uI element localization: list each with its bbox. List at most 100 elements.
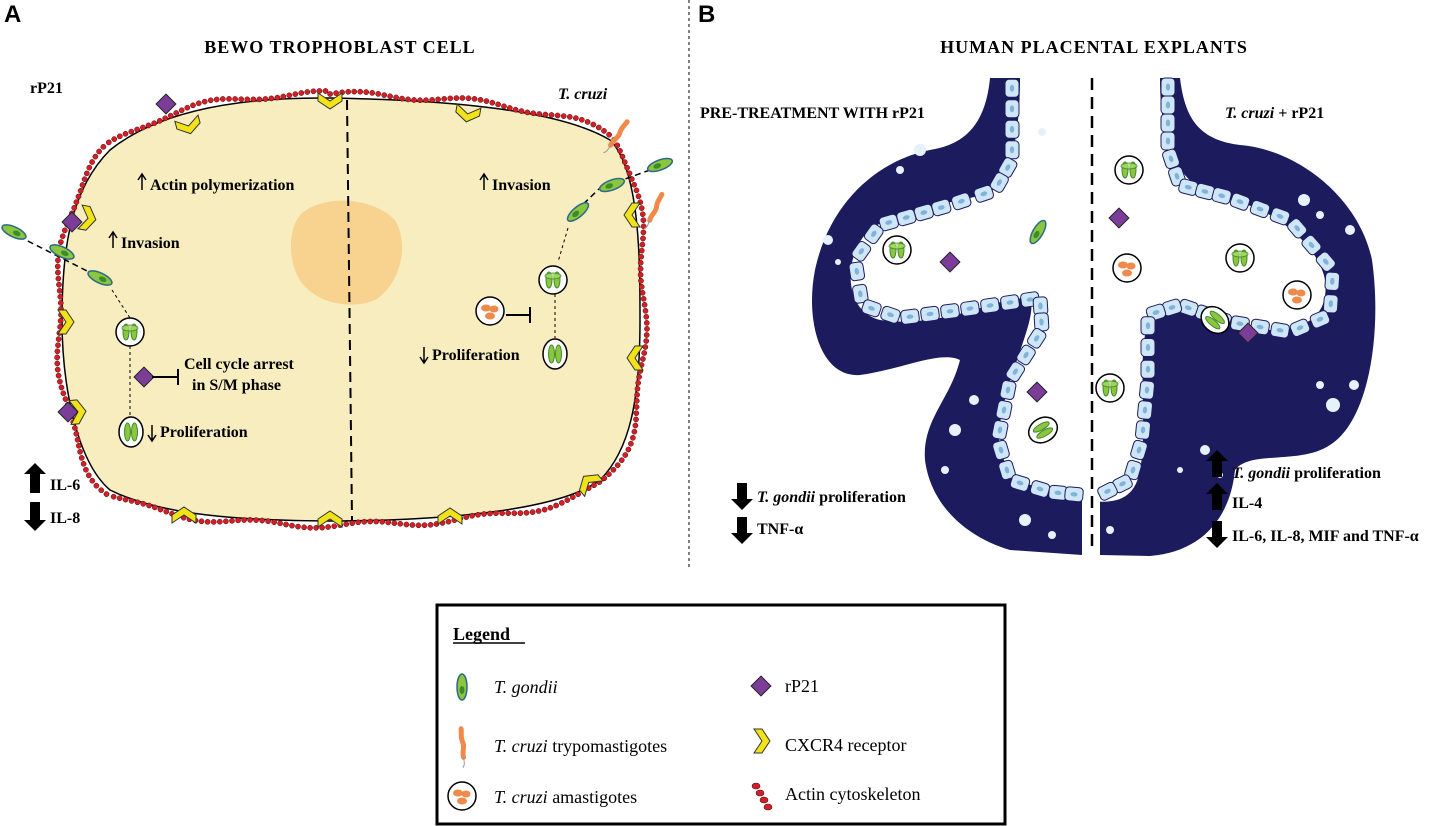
actin-bead [601, 128, 607, 134]
inhibition-symbol [152, 369, 179, 385]
actin-bead [624, 164, 630, 171]
down-arrow-icon [24, 502, 46, 531]
epithelial-nucleus [1236, 321, 1244, 326]
actin-bead [506, 105, 513, 111]
actin-bead [606, 471, 612, 478]
actin-bead [265, 518, 271, 525]
actin-bead [134, 126, 140, 133]
actin-bead [417, 97, 423, 104]
amastigote-icon [475, 296, 505, 326]
actin-bead [529, 509, 536, 515]
actin-bead [59, 233, 66, 240]
parasitophorous-vacuole-icon [118, 416, 144, 448]
actin-bead [195, 100, 202, 107]
epithelial-nucleus [1276, 328, 1284, 333]
actin-bead [83, 466, 89, 473]
actin-bead [55, 372, 62, 379]
actin-bead [405, 96, 411, 103]
actin-bead [638, 253, 645, 260]
epithelial-nucleus [1006, 300, 1014, 305]
actin-bead [641, 301, 648, 308]
actin-bead [292, 91, 299, 97]
actin-bead [128, 128, 135, 135]
epithelial-nucleus [1165, 119, 1171, 127]
actin-bead [61, 227, 68, 234]
actin-bead [256, 96, 263, 103]
actin-bead [116, 495, 123, 502]
actin-bead [463, 514, 470, 520]
parasitophorous-vacuole-icon [1114, 155, 1144, 185]
epithelial-nucleus [1165, 137, 1171, 145]
actin-bead [178, 107, 185, 114]
epithelial-nucleus [998, 446, 1004, 454]
epithelial-nucleus [1001, 406, 1007, 414]
actin-bead [643, 332, 650, 338]
actin-bead [411, 97, 417, 103]
epithelial-nucleus [1201, 189, 1209, 194]
actin-bead [441, 96, 448, 102]
actin-bead [495, 101, 501, 108]
actin-bead [642, 307, 649, 314]
actin-bead [140, 124, 146, 131]
actin-bead [310, 88, 317, 95]
actin-bead [73, 199, 80, 205]
actin-bead [55, 269, 61, 276]
actin-bead [429, 97, 435, 103]
actin-bead [634, 385, 641, 392]
actin-bead [637, 271, 644, 278]
actin-bead [96, 148, 102, 155]
actin-bead [415, 522, 422, 529]
actin-bead [277, 520, 283, 527]
epithelial-nucleus [1009, 84, 1015, 92]
actin-bead [301, 524, 307, 531]
actin-bead [262, 96, 269, 102]
actin-bead [259, 517, 265, 524]
actin-bead [163, 508, 170, 515]
actin-bead [78, 455, 85, 461]
epithelial-nucleus [1256, 324, 1264, 330]
panel-b-letter: B [698, 1, 715, 28]
actin-bead [198, 518, 205, 525]
actin-bead [501, 103, 507, 110]
actin-bead [619, 153, 626, 160]
panel-b-left-header: PRE-TREATMENT WITH rP21 [700, 105, 925, 122]
actin-bead [72, 425, 78, 431]
actin-bead [100, 143, 107, 150]
cell-divider [346, 99, 353, 521]
actin-bead [369, 90, 376, 96]
actin-bead [643, 313, 650, 320]
panel-b-right-header: T. cruzi + rP21 [1225, 105, 1324, 122]
actin-bead [421, 522, 428, 529]
actin-bead [57, 318, 64, 324]
rp21-icon [155, 93, 177, 115]
actin-bead [644, 326, 650, 332]
actin-bead [445, 518, 452, 525]
epithelial-nucleus [957, 198, 965, 204]
epithelial-nucleus [946, 309, 954, 314]
actin-bead [355, 519, 362, 526]
actin-bead [638, 283, 645, 290]
actin-bead [530, 110, 537, 117]
actin-bead [345, 88, 352, 95]
epithelial-nucleus [1152, 310, 1160, 315]
epithelial-nucleus [1119, 481, 1126, 487]
actin-bead [367, 518, 374, 525]
actin-bead [621, 159, 628, 165]
actin-polymerization-text: Actin polymerization [150, 177, 295, 194]
actin-bead [151, 120, 158, 127]
stromal-cell [1316, 381, 1324, 389]
stromal-cell [1177, 467, 1183, 473]
panel-a-letter: A [4, 1, 21, 28]
actin-bead [145, 122, 152, 129]
actin-bead [229, 517, 235, 524]
epithelial-nucleus [858, 248, 865, 255]
epithelial-nucleus [1034, 335, 1040, 342]
down-arrow-icon [731, 483, 753, 510]
actin-bead [226, 96, 232, 102]
amastigote-icon [1112, 253, 1142, 283]
actin-bead [289, 522, 295, 529]
actin-bead [274, 94, 281, 101]
cell-cycle-text-2: in S/M phase [192, 377, 281, 394]
actin-bead [250, 96, 257, 103]
panel-a-tcruzi-label: T. cruzi [558, 86, 608, 103]
